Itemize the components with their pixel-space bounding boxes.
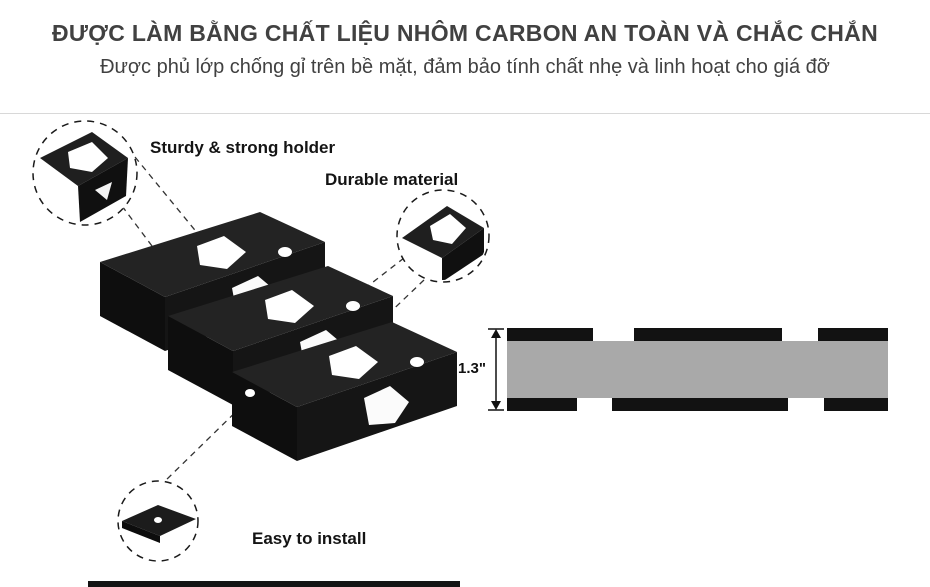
callout-circle-install xyxy=(117,480,199,562)
header: ĐƯỢC LÀM BẰNG CHẤT LIỆU NHÔM CARBON AN T… xyxy=(0,0,930,79)
callout-circle-durable xyxy=(396,189,490,283)
callout-circle-sturdy xyxy=(32,120,138,226)
header-subtitle: Được phủ lớp chống gỉ trên bề mặt, đảm b… xyxy=(100,56,830,78)
dimension-diagram xyxy=(488,328,888,411)
callout-label-sturdy: Sturdy & strong holder xyxy=(150,138,336,157)
thickness-arrow xyxy=(488,328,504,411)
mounting-hole xyxy=(245,389,255,397)
callout-label-install: Easy to install xyxy=(252,529,367,548)
callout-label-durable: Durable material xyxy=(325,170,459,189)
header-title: ĐƯỢC LÀM BẰNG CHẤT LIỆU NHÔM CARBON AN T… xyxy=(52,20,878,46)
header-divider xyxy=(0,113,930,114)
holder-brackets xyxy=(100,212,457,461)
cropped-bottom-element xyxy=(88,581,460,587)
dimension-label: 1.3" xyxy=(458,360,486,377)
